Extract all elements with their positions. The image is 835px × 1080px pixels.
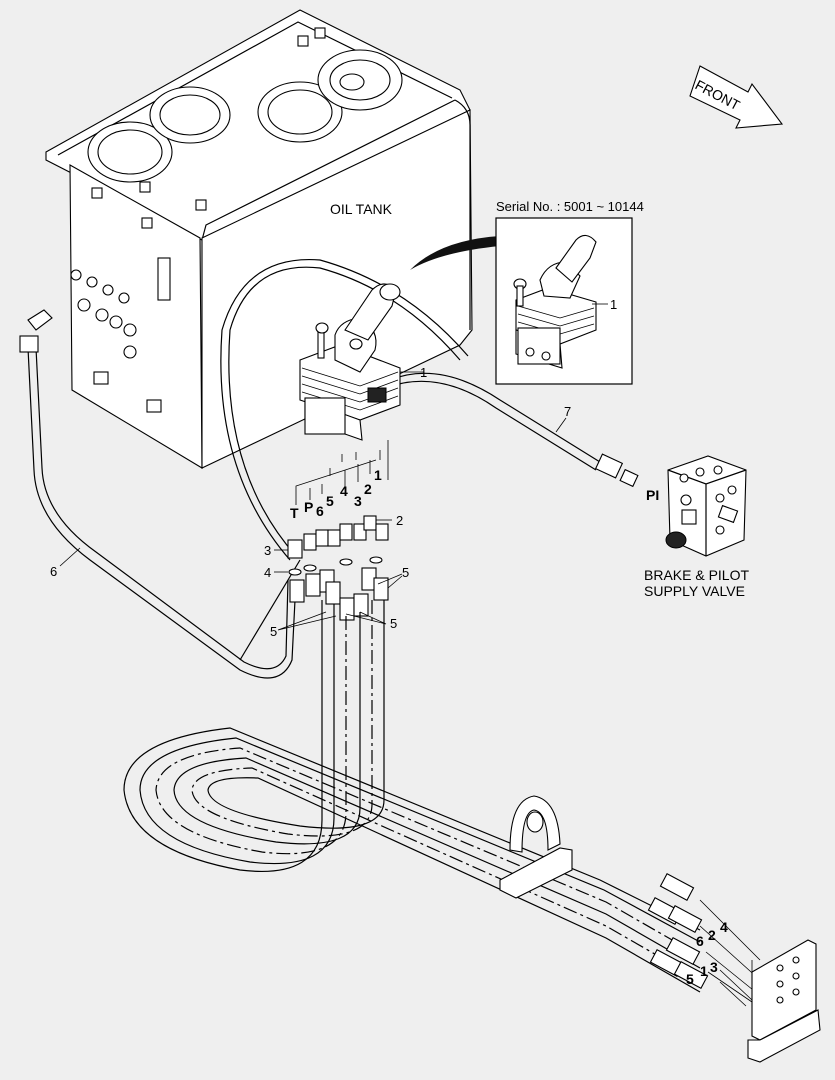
end-fittings xyxy=(647,873,761,1003)
port-marker-4: 4 xyxy=(340,483,348,499)
serial-inset xyxy=(410,217,633,385)
tank-port-3 xyxy=(257,81,343,143)
hose-clamp xyxy=(499,795,573,899)
callout-5-right-lower: 5 xyxy=(390,616,397,631)
end-number-5: 5 xyxy=(686,971,694,987)
end-number-2: 2 xyxy=(708,927,716,943)
callout-1-inset: 1 xyxy=(610,297,617,312)
oil-tank-label: OIL TANK xyxy=(330,201,393,217)
callout-5-left: 5 xyxy=(270,624,277,639)
mounting-bracket xyxy=(719,939,821,1063)
callout-7: 7 xyxy=(564,404,571,419)
port-fittings xyxy=(287,440,389,621)
port-marker-5: 5 xyxy=(326,493,334,509)
tank-port-4 xyxy=(317,49,403,111)
callout-6: 6 xyxy=(50,564,57,579)
callout-4: 4 xyxy=(264,565,271,580)
front-arrow xyxy=(689,65,784,129)
callout-1-main: 1 xyxy=(420,365,427,380)
end-number-1: 1 xyxy=(700,963,708,979)
valve-label-line1: BRAKE & PILOT xyxy=(644,567,749,583)
oil-tank xyxy=(45,9,473,469)
brake-pilot-supply-valve xyxy=(665,455,747,557)
end-number-6: 6 xyxy=(696,933,704,949)
end-number-3: 3 xyxy=(710,959,718,975)
hose-6 xyxy=(19,309,297,679)
callout-2: 2 xyxy=(396,513,403,528)
hose-bundle xyxy=(123,600,701,993)
valve-label-line2: SUPPLY VALVE xyxy=(644,583,745,599)
port-marker-2: 2 xyxy=(364,481,372,497)
hose-7 xyxy=(220,258,639,661)
pilot-valve xyxy=(299,283,401,441)
callout-3: 3 xyxy=(264,543,271,558)
port-marker-3: 3 xyxy=(354,493,362,509)
port-pi-label: PI xyxy=(646,487,659,503)
serial-label: Serial No. : 5001 ~ 10144 xyxy=(496,199,644,214)
port-marker-6: 6 xyxy=(316,503,324,519)
port-marker-T: T xyxy=(290,505,299,521)
end-number-4: 4 xyxy=(720,919,728,935)
port-marker-1: 1 xyxy=(374,467,382,483)
tank-port-1 xyxy=(87,121,173,183)
tank-port-2 xyxy=(149,86,231,144)
callout-5-right-upper: 5 xyxy=(402,565,409,580)
port-marker-P: P xyxy=(304,499,313,515)
